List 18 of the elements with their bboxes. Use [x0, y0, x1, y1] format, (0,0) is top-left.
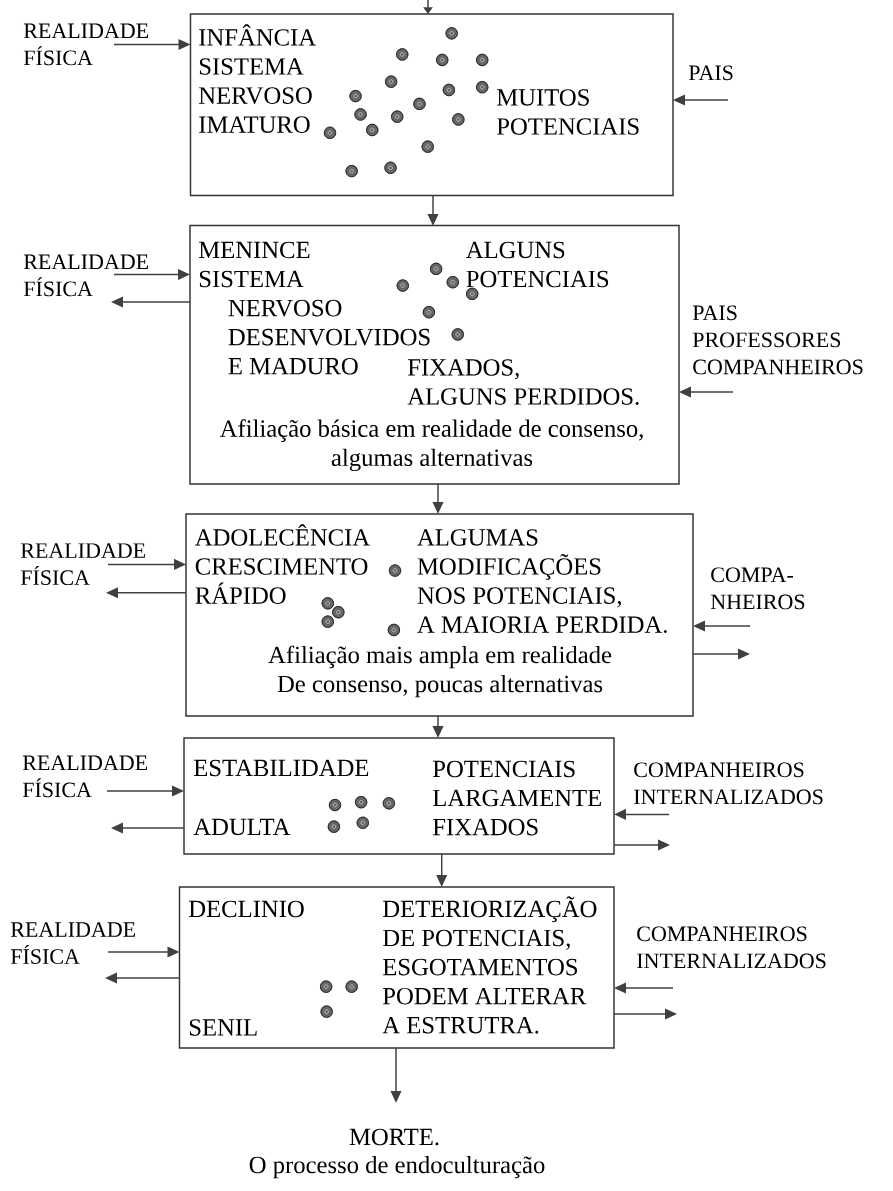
side-label: REALIDADE FÍSICA: [22, 755, 147, 798]
stage-box: ESTABILIDADE ADULTA POTENCIAIS LARGAMENTE FIXADOS: [183, 737, 615, 855]
stage-box: DECLINIO SENIL DETERIORIZAÇÃO DE POTENCIAIS, ESGOTAMENTOS PODEM ALTERAR A ESTRUTRA.: [178, 886, 615, 1049]
side-label: REALIDADE FÍSICA: [23, 254, 148, 297]
side-label: PAIS: [688, 65, 733, 81]
side-label: COMPANHEIROS INTERNALIZADOS: [637, 926, 826, 969]
side-label: COMPA- NHEIROS: [710, 567, 805, 610]
side-label: REALIDADE FÍSICA: [10, 922, 135, 964]
stage-box: MENINCE SISTEMA NERVOSO DESENVOLVIDOS E MADURO ALGUNS POTENCIAIS FIXADOS, ALGUNS PERDIDOS. Afiliação básica em realidade de consenso, algumas alternativas: [189, 224, 680, 485]
arrow: [423, 0, 433, 14]
stage-box: ADOLECÊNCIA CRESCIMENTO RÁPIDO ALGUMAS MODIFICAÇÕES NOS POTENCIAIS, A MAIORIA PERDIDA. Afiliação mais ampla em realidade De consenso, poucas alternativas: [185, 513, 694, 717]
caption: O processo de endoculturação: [249, 1155, 545, 1179]
side-label: COMPANHEIROS INTERNALIZADOS: [634, 762, 823, 805]
side-label: REALIDADE FÍSICA: [23, 23, 148, 66]
side-label: PAIS PROFESSORES COMPANHEIROS: [692, 305, 863, 375]
end-label: MORTE.: [349, 1128, 439, 1146]
stage-box: INFÂNCIA SISTEMA NERVOSO IMATURO MUITOS POTENCIAIS: [189, 13, 674, 197]
side-label: REALIDADE FÍSICA: [20, 543, 145, 586]
